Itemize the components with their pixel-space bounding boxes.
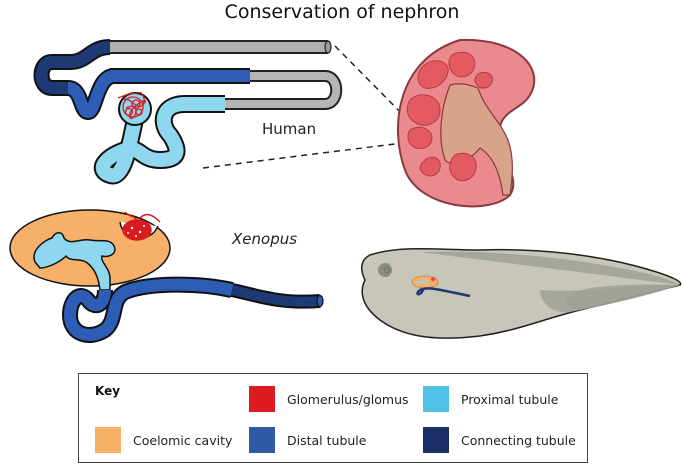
human-label: Human (262, 120, 317, 138)
legend-swatch-glomerulus (249, 386, 275, 412)
legend-label-glomerulus: Glomerulus/glomus (287, 391, 409, 407)
collecting-duct (108, 40, 332, 54)
legend-item-proximal: Proximal tubule (423, 386, 558, 412)
legend-label-coelomic: Coelomic cavity (133, 432, 233, 448)
legend-label-connecting: Connecting tubule (461, 432, 576, 448)
legend-title: Key (95, 384, 121, 398)
legend-item-distal: Distal tubule (249, 427, 366, 453)
legend-item-connecting: Connecting tubule (423, 427, 576, 453)
xenopus-proximal-tubule (33, 232, 116, 291)
legend-item-glomerulus: Glomerulus/glomus (249, 386, 409, 412)
xenopus-label: Xenopus (232, 230, 298, 248)
zoom-line-bottom (202, 140, 419, 169)
legend-key: Key Glomerulus/glomus Proximal tubule Co… (78, 373, 588, 463)
legend-item-coelomic: Coelomic cavity (95, 427, 232, 453)
human-nephron (33, 39, 343, 185)
zoom-line-top (334, 45, 419, 131)
legend-swatch-connecting (423, 427, 449, 453)
human-glomerulus (117, 91, 146, 120)
renal-pyramids (406, 51, 493, 182)
tadpole (360, 248, 682, 339)
kidney (396, 38, 536, 208)
legend-label-proximal: Proximal tubule (461, 391, 559, 407)
renal-pelvis (440, 83, 513, 196)
legend-swatch-proximal (423, 386, 449, 412)
figure-title: Conservation of nephron (224, 1, 460, 23)
legend-swatch-distal (249, 427, 275, 453)
xenopus-pronephros (9, 209, 324, 343)
tadpole-pronephros (411, 275, 471, 298)
legend-swatch-coelomic (95, 427, 121, 453)
legend-label-distal: Distal tubule (287, 432, 367, 448)
